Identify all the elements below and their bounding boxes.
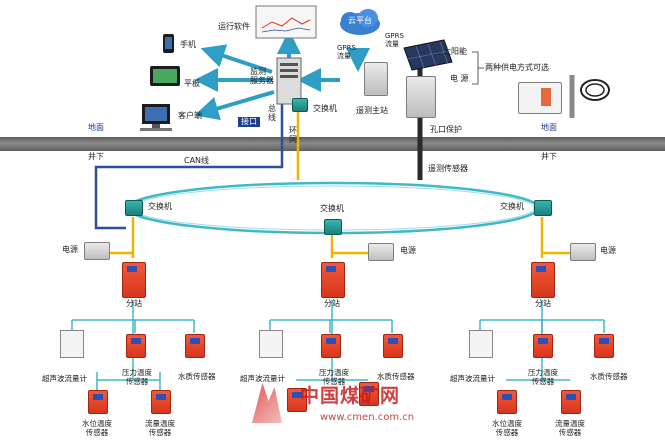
hole-protect-label: 孔口保护 [430, 125, 462, 134]
branch1-flow-meter-label: 超声波流量计 [42, 374, 87, 383]
remote-sensor-label: 遥测传感器 [428, 164, 468, 173]
branch2-substation-label: 分站 [324, 299, 340, 308]
branch3-flow-meter-label: 超声波流量计 [450, 374, 495, 383]
branch2-power-label: 电源 [400, 246, 416, 255]
server-icon [276, 57, 302, 105]
software-monitor-icon [255, 5, 317, 39]
branch3-water-quality-device [594, 334, 614, 358]
gprs-flow-label-2: GPRS 流量 [385, 32, 404, 48]
tablet-label: 平板 [184, 79, 200, 88]
branch3-water-quality-label: 水质传感器 [590, 372, 628, 381]
tablet-icon [150, 66, 180, 86]
branch1-level-temp-label: 水位温度 传感器 [82, 419, 112, 437]
branch3-pressure-temp-label: 压力温度 传感器 [528, 368, 558, 386]
power-label: 电 源 [450, 74, 469, 83]
branch1-pressure-temp-device [126, 334, 146, 358]
desktop-client-icon [140, 104, 172, 131]
battery-icon [541, 88, 551, 106]
solar-label: 太阳能 [443, 47, 467, 56]
branch1-flow-meter-device [60, 330, 84, 358]
client-label: 客户端 [178, 111, 202, 120]
branch2-level-temp-device [287, 388, 307, 412]
branch1-power-label: 电源 [62, 245, 78, 254]
underground-label-right: 井下 [541, 152, 557, 161]
surface-label-right: 地面 [541, 123, 557, 132]
branch3-level-temp-label: 水位温度 传感器 [492, 419, 522, 437]
watermark-url: www.cmen.com.cn [320, 412, 415, 423]
cloud-icon [340, 9, 380, 35]
branch1-water-quality-label: 水质传感器 [178, 372, 216, 381]
branch2-pressure-temp-device [321, 334, 341, 358]
branch3-level-temp-device [497, 390, 517, 414]
branch2-substation-device [321, 262, 345, 298]
can-line-label: CAN线 [184, 156, 210, 165]
branch1-pressure-temp-label: 压力温度 传感器 [122, 368, 152, 386]
top-switch-device [292, 98, 308, 112]
branch3-flow-temp-device [561, 390, 581, 414]
ring-switch-left-label: 交换机 [148, 202, 172, 211]
branch1-substation-label: 分站 [126, 299, 142, 308]
branch1-flow-temp-label: 流量温度 传感器 [145, 419, 175, 437]
branch3-flow-meter-device [469, 330, 493, 358]
ground-surface-band [0, 137, 665, 151]
branch2-pressure-temp-label: 压力温度 传感器 [319, 368, 349, 386]
cloud-label: 云平台 [348, 16, 372, 25]
remote-station-label: 遥测主站 [356, 106, 388, 115]
remote-station-device [364, 62, 388, 96]
branch2-power-device [368, 243, 394, 261]
ring-switch-right-label: 交换机 [500, 202, 524, 211]
ring-net-label: 环 网 [289, 126, 297, 145]
branch3-power-label: 电源 [600, 246, 616, 255]
phone-label: 手机 [180, 40, 196, 49]
branch1-water-quality-device [185, 334, 205, 358]
branch1-flow-temp-device [151, 390, 171, 414]
branch3-flow-temp-label: 流量温度 传感器 [555, 419, 585, 437]
dual-power-label: 两种供电方式可选 [485, 63, 549, 72]
ring-switch-right [534, 200, 552, 216]
branch1-power-device [84, 242, 110, 260]
branch3-power-device [570, 243, 596, 261]
power-cabinet [406, 76, 436, 118]
branch2-flow-temp-device [359, 382, 379, 406]
software-label: 运行软件 [218, 22, 250, 31]
watermark-logo-text: 中国煤矿网 [300, 385, 401, 407]
branch2-water-quality-device [383, 334, 403, 358]
surface-label-left: 地面 [88, 123, 104, 132]
remote-station-photo [518, 82, 562, 114]
branch3-substation-label: 分站 [535, 299, 551, 308]
gprs-flow-label-1: GPRS 流量 [337, 44, 356, 60]
branch1-level-temp-device [88, 390, 108, 414]
branch3-pressure-temp-device [533, 334, 553, 358]
phone-icon [163, 34, 174, 53]
solar-panel [403, 39, 453, 71]
branch2-flow-meter-device [259, 330, 283, 358]
underground-label-left: 井下 [88, 152, 104, 161]
output-arrows [194, 30, 370, 121]
interface-label: 接口 [238, 117, 260, 127]
branch2-flow-meter-label: 超声波流量计 [240, 374, 285, 383]
sensor-cable-icon [569, 75, 610, 118]
branch2-water-quality-label: 水质传感器 [377, 372, 415, 381]
ring-switch-mid [324, 219, 342, 235]
branch3-substation-device [531, 262, 555, 298]
bus-label: 总 线 [268, 104, 276, 123]
ring-switch-left [125, 200, 143, 216]
top-switch-label: 交换机 [313, 104, 337, 113]
server-label: 监测 服务器 [250, 67, 274, 86]
ring-switch-mid-label: 交换机 [320, 204, 344, 213]
branch1-substation-device [122, 262, 146, 298]
